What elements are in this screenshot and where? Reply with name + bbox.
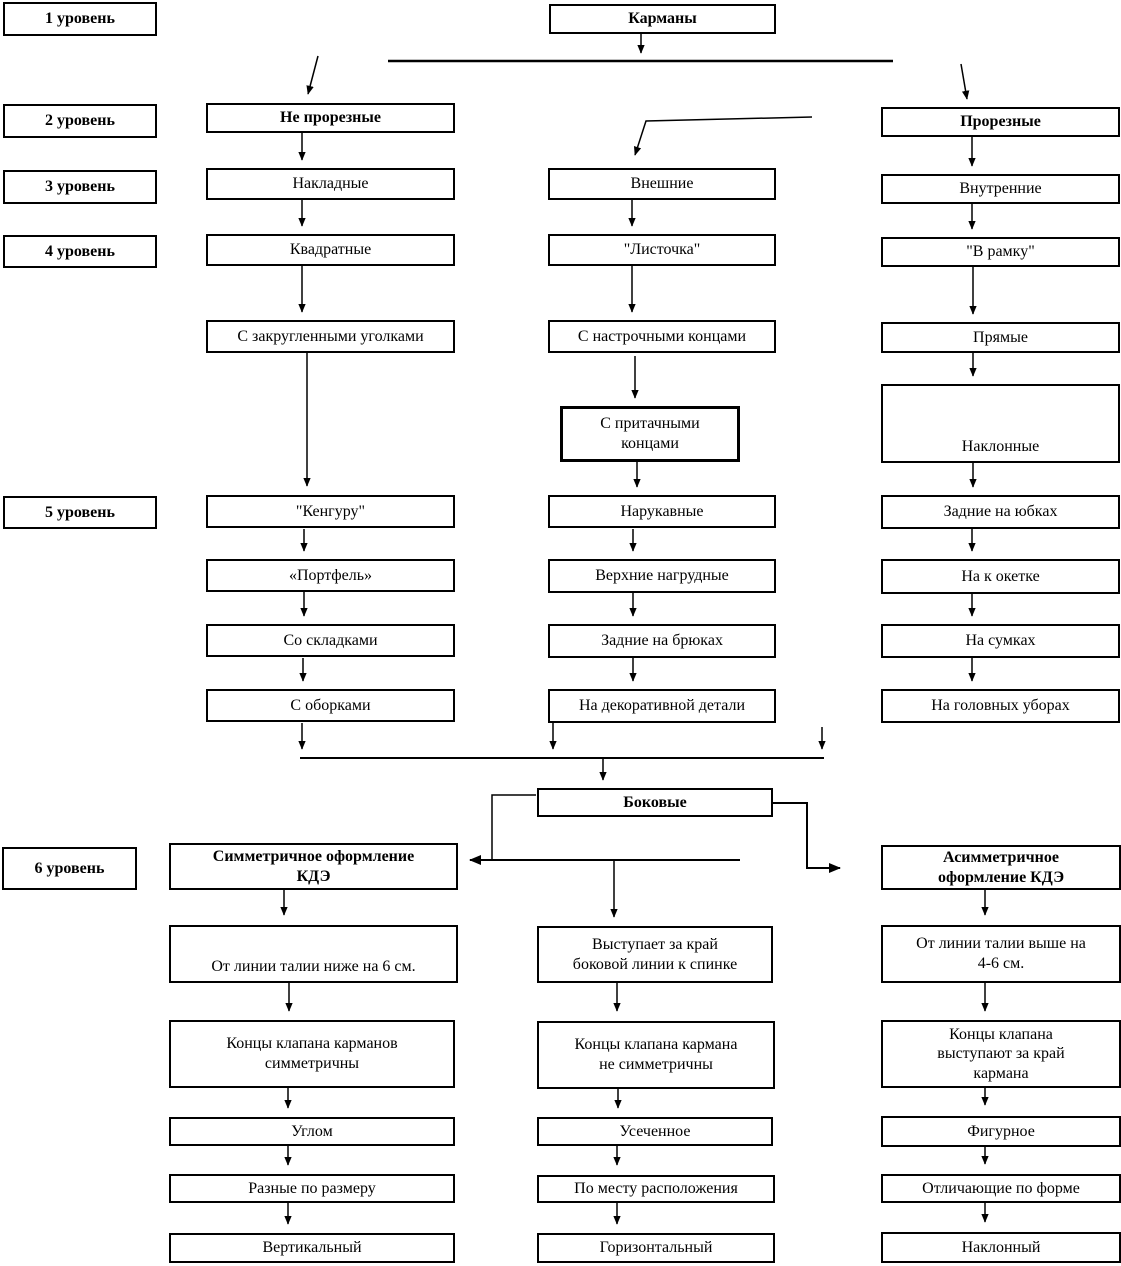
node-asimmetrichnoe-kde: Асимметричное оформление КДЭ (881, 845, 1121, 890)
node-narukavnye: Нарукавные (548, 495, 776, 528)
node-listochka: "Листочка" (548, 234, 776, 266)
node-na-dekorativnoj-detali: На декоративной детали (548, 689, 776, 723)
node-figurnoe: Фигурное (881, 1116, 1121, 1147)
node-so-skladkami: Со складками (206, 624, 455, 657)
node-na-golovnyh-uborah: На головных уборах (881, 689, 1120, 723)
node-naklonnyj: Наклонный (881, 1232, 1121, 1263)
node-v-ramku: "В рамку" (881, 237, 1120, 267)
node-naklonnye: Наклонные (881, 384, 1120, 463)
node-portfel: «Портфель» (206, 559, 455, 592)
node-level-5-label: 5 уровень (3, 496, 157, 529)
node-na-koketke: На к окетке (881, 559, 1120, 594)
node-s-pritachnymi-koncami: С притачными концами (560, 406, 740, 462)
node-na-sumkah: На сумках (881, 624, 1120, 658)
node-usechennoe: Усеченное (537, 1117, 773, 1146)
node-koncy-klapana-simmetrichny: Концы клапана карманов симметричны (169, 1020, 455, 1088)
node-level-3-label: 3 уровень (3, 170, 157, 204)
connector-arrow-to-asimmetrichnoe (773, 802, 841, 873)
connector-bokovye-left-bracket (491, 794, 536, 859)
node-ne-proreznye: Не прорезные (206, 103, 455, 133)
node-zadnie-na-yubkah: Задние на юбках (881, 495, 1120, 529)
node-bokovye: Боковые (537, 788, 773, 817)
node-kenguru: "Кенгуру" (206, 495, 455, 528)
node-vnutrennie: Внутренние (881, 174, 1120, 204)
node-level-4-label: 4 уровень (3, 235, 157, 268)
node-simmetrichnoe-kde: Симметричное оформление КДЭ (169, 843, 458, 890)
connector-arrow-to-vneshnie (633, 116, 813, 156)
node-vneshnie: Внешние (548, 168, 776, 200)
node-zadnie-na-bryukah: Задние на брюках (548, 624, 776, 658)
node-raznye-po-razmeru: Разные по размеру (169, 1174, 455, 1203)
node-level-1-label: 1 уровень (3, 2, 157, 36)
node-gorizontalnyj: Горизонтальный (537, 1233, 775, 1263)
node-ot-linii-talii-vyshe: От линии талии выше на 4-6 см. (881, 925, 1121, 983)
node-s-oborkami: С оборками (206, 689, 455, 722)
node-proreznye: Прорезные (881, 107, 1120, 137)
node-nakladnye: Накладные (206, 168, 455, 200)
node-po-mestu-raspolozheniya: По месту расположения (537, 1175, 775, 1203)
node-ot-linii-talii-nizhe: От линии талии ниже на 6 см. (169, 925, 458, 983)
node-koncy-klapana-ne-simmetrichny: Концы клапана кармана не симметричны (537, 1021, 775, 1089)
node-verhnie-nagrudnye: Верхние нагрудные (548, 559, 776, 593)
node-vystupaet-za-kraj: Выступает за край боковой линии к спинке (537, 926, 773, 983)
connector-arrow-to-ne-proreznye (306, 55, 319, 95)
node-uglom: Углом (169, 1117, 455, 1146)
node-s-zakruglennymi-ugolkami: С закругленными уголками (206, 320, 455, 353)
node-level-6-label: 6 уровень (2, 847, 137, 890)
node-karmany-root: Карманы (549, 4, 776, 34)
node-otlichayushie-po-forme: Отличающие по форме (881, 1174, 1121, 1203)
node-level-2-label: 2 уровень (3, 104, 157, 138)
node-koncy-klapana-vystupayut: Концы клапана выступают за край кармана (881, 1020, 1121, 1088)
node-pryamye: Прямые (881, 322, 1120, 353)
node-kvadratnye: Квадратные (206, 234, 455, 266)
node-vertikalnyj: Вертикальный (169, 1233, 455, 1263)
connector-arrow-to-proreznye (960, 63, 970, 100)
node-s-nastrochnymi-koncami: С настрочными концами (548, 320, 776, 353)
